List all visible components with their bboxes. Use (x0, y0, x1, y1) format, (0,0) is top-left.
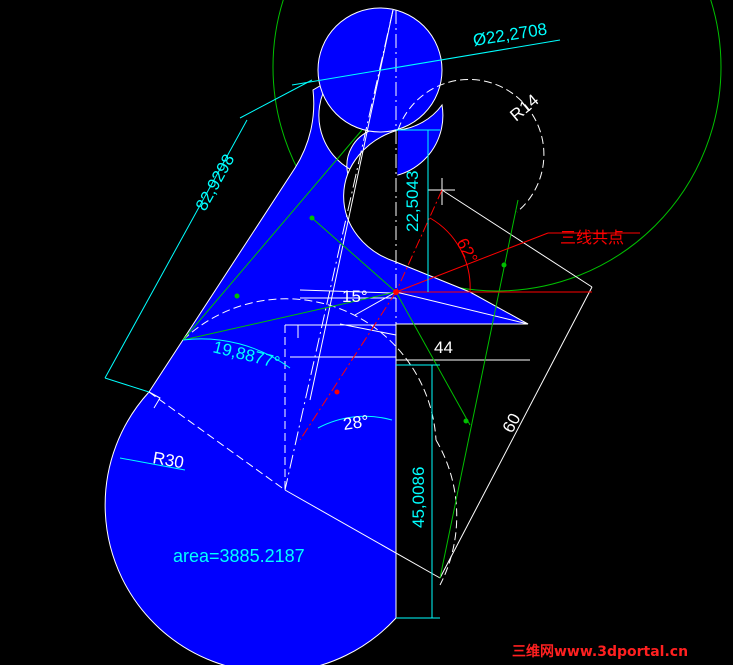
width-44-dim: 44 (434, 338, 453, 357)
construction-circle-large (272, 0, 722, 292)
three-line-point-note: 三线共点 (560, 228, 624, 247)
area-label: area=3885.2187 (173, 546, 305, 566)
watermark: 三维网www.3dportal.cn (512, 643, 688, 660)
r30-dashed-arc-right (435, 439, 458, 586)
r30-dashed-arc (182, 298, 437, 441)
angle-15-dim: 15° (342, 287, 368, 306)
angle-28-dim: 28° (342, 412, 370, 434)
intersection-point (393, 289, 399, 295)
height-lower-dim: 45,0086 (409, 467, 428, 528)
construction-lines-green (182, 129, 519, 579)
r14-inner-arc (343, 129, 399, 263)
construction-lines-white (148, 9, 593, 618)
r14-arc (397, 78, 545, 213)
dimension-lines-cyan (104, 39, 561, 619)
red-annotation-lines (299, 189, 640, 441)
height-upper-dim: 22,5043 (403, 171, 422, 232)
